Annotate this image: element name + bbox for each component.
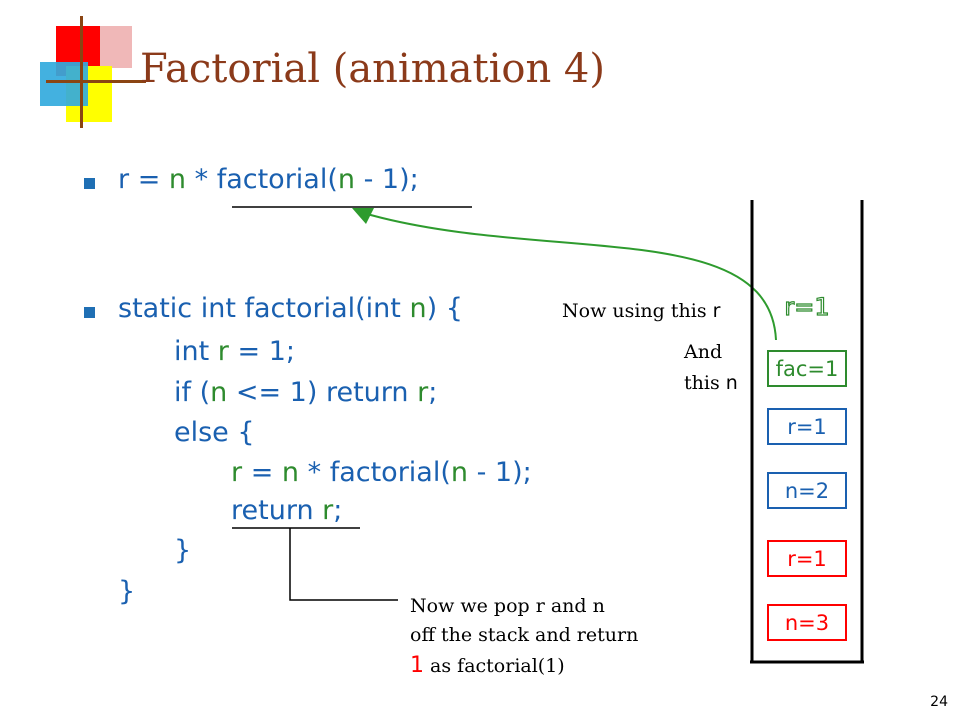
var-n: n [281, 457, 300, 488]
stack-frame-r-3: r=1 [767, 540, 847, 577]
code-text: * factorial( [299, 457, 451, 488]
annotation-pop-text: as factorial(1) [424, 655, 565, 677]
title-deco-hline [46, 80, 146, 83]
annotation-text: this [684, 372, 726, 394]
var-r: r [417, 377, 429, 408]
title-deco-pink [100, 26, 132, 68]
code-line-base-case: if (n <= 1) return r; [174, 379, 437, 406]
code-close-method: } [118, 576, 136, 607]
bullet-1 [84, 178, 95, 189]
var-n: n [168, 164, 187, 195]
annotation-pop-line3: 1 as factorial(1) [410, 649, 638, 682]
code-line-return: return r; [231, 497, 342, 524]
code-close-else: } [174, 535, 192, 566]
code-text: ) { [426, 293, 463, 324]
stack-frame-fac: fac=1 [767, 350, 847, 387]
code-signature: static int factorial(int n) { [118, 295, 463, 322]
var-n: n [409, 293, 427, 324]
slide-title: Factorial (animation 4) [140, 46, 605, 92]
stack-frame-r-2: r=1 [767, 408, 847, 445]
code-text: = [129, 164, 169, 195]
code-text: ; [333, 495, 343, 526]
title-deco-vline [80, 16, 83, 128]
code-text: static int factorial(int [118, 293, 410, 324]
stack-ghost-frame: r=1 [784, 292, 830, 321]
code-text: ; [428, 377, 438, 408]
code-text: - 1); [355, 164, 419, 195]
code-text: = 1; [228, 336, 295, 367]
code-text: = [242, 457, 282, 488]
return-arrow [359, 211, 777, 341]
annotation-using-r: Now using this r [562, 300, 720, 323]
var-r: r [231, 457, 243, 488]
annotation-var: r [712, 300, 721, 322]
code-line-init-r: int r = 1; [174, 338, 295, 365]
pop-callout-line [289, 528, 398, 601]
return-arrow-head [352, 208, 374, 224]
code-line-else: else { [174, 417, 255, 448]
code-text: * factorial( [186, 164, 338, 195]
code-line-recursive-call: r = n * factorial(n - 1); [118, 166, 419, 193]
annotation-var: n [725, 372, 738, 394]
annotation-pop: Now we pop r and n off the stack and ret… [410, 592, 638, 682]
stack-frame-n-2: n=2 [767, 472, 847, 509]
var-r: r [217, 336, 229, 367]
annotation-text: Now using this [562, 300, 713, 322]
code-text: int [174, 336, 218, 367]
code-text: - 1); [468, 457, 532, 488]
code-text: <= 1) return [227, 377, 418, 408]
var-n: n [450, 457, 469, 488]
code-text: return [231, 495, 323, 526]
annotation-pop-line1: Now we pop r and n [410, 595, 605, 617]
annotation-this-n: this n [684, 372, 738, 395]
var-n: n [337, 164, 356, 195]
var-r: r [118, 164, 130, 195]
page-number: 24 [930, 694, 948, 710]
var-n: n [210, 377, 228, 408]
var-r: r [322, 495, 334, 526]
code-line-recurse: r = n * factorial(n - 1); [231, 459, 532, 486]
annotation-pop-line2: off the stack and return [410, 623, 639, 646]
annotation-and: And [684, 341, 723, 363]
bullet-2 [84, 307, 95, 318]
stack-frame-n-3: n=3 [767, 604, 847, 641]
code-text: if ( [174, 377, 211, 408]
annotation-pop-number: 1 [410, 653, 424, 678]
